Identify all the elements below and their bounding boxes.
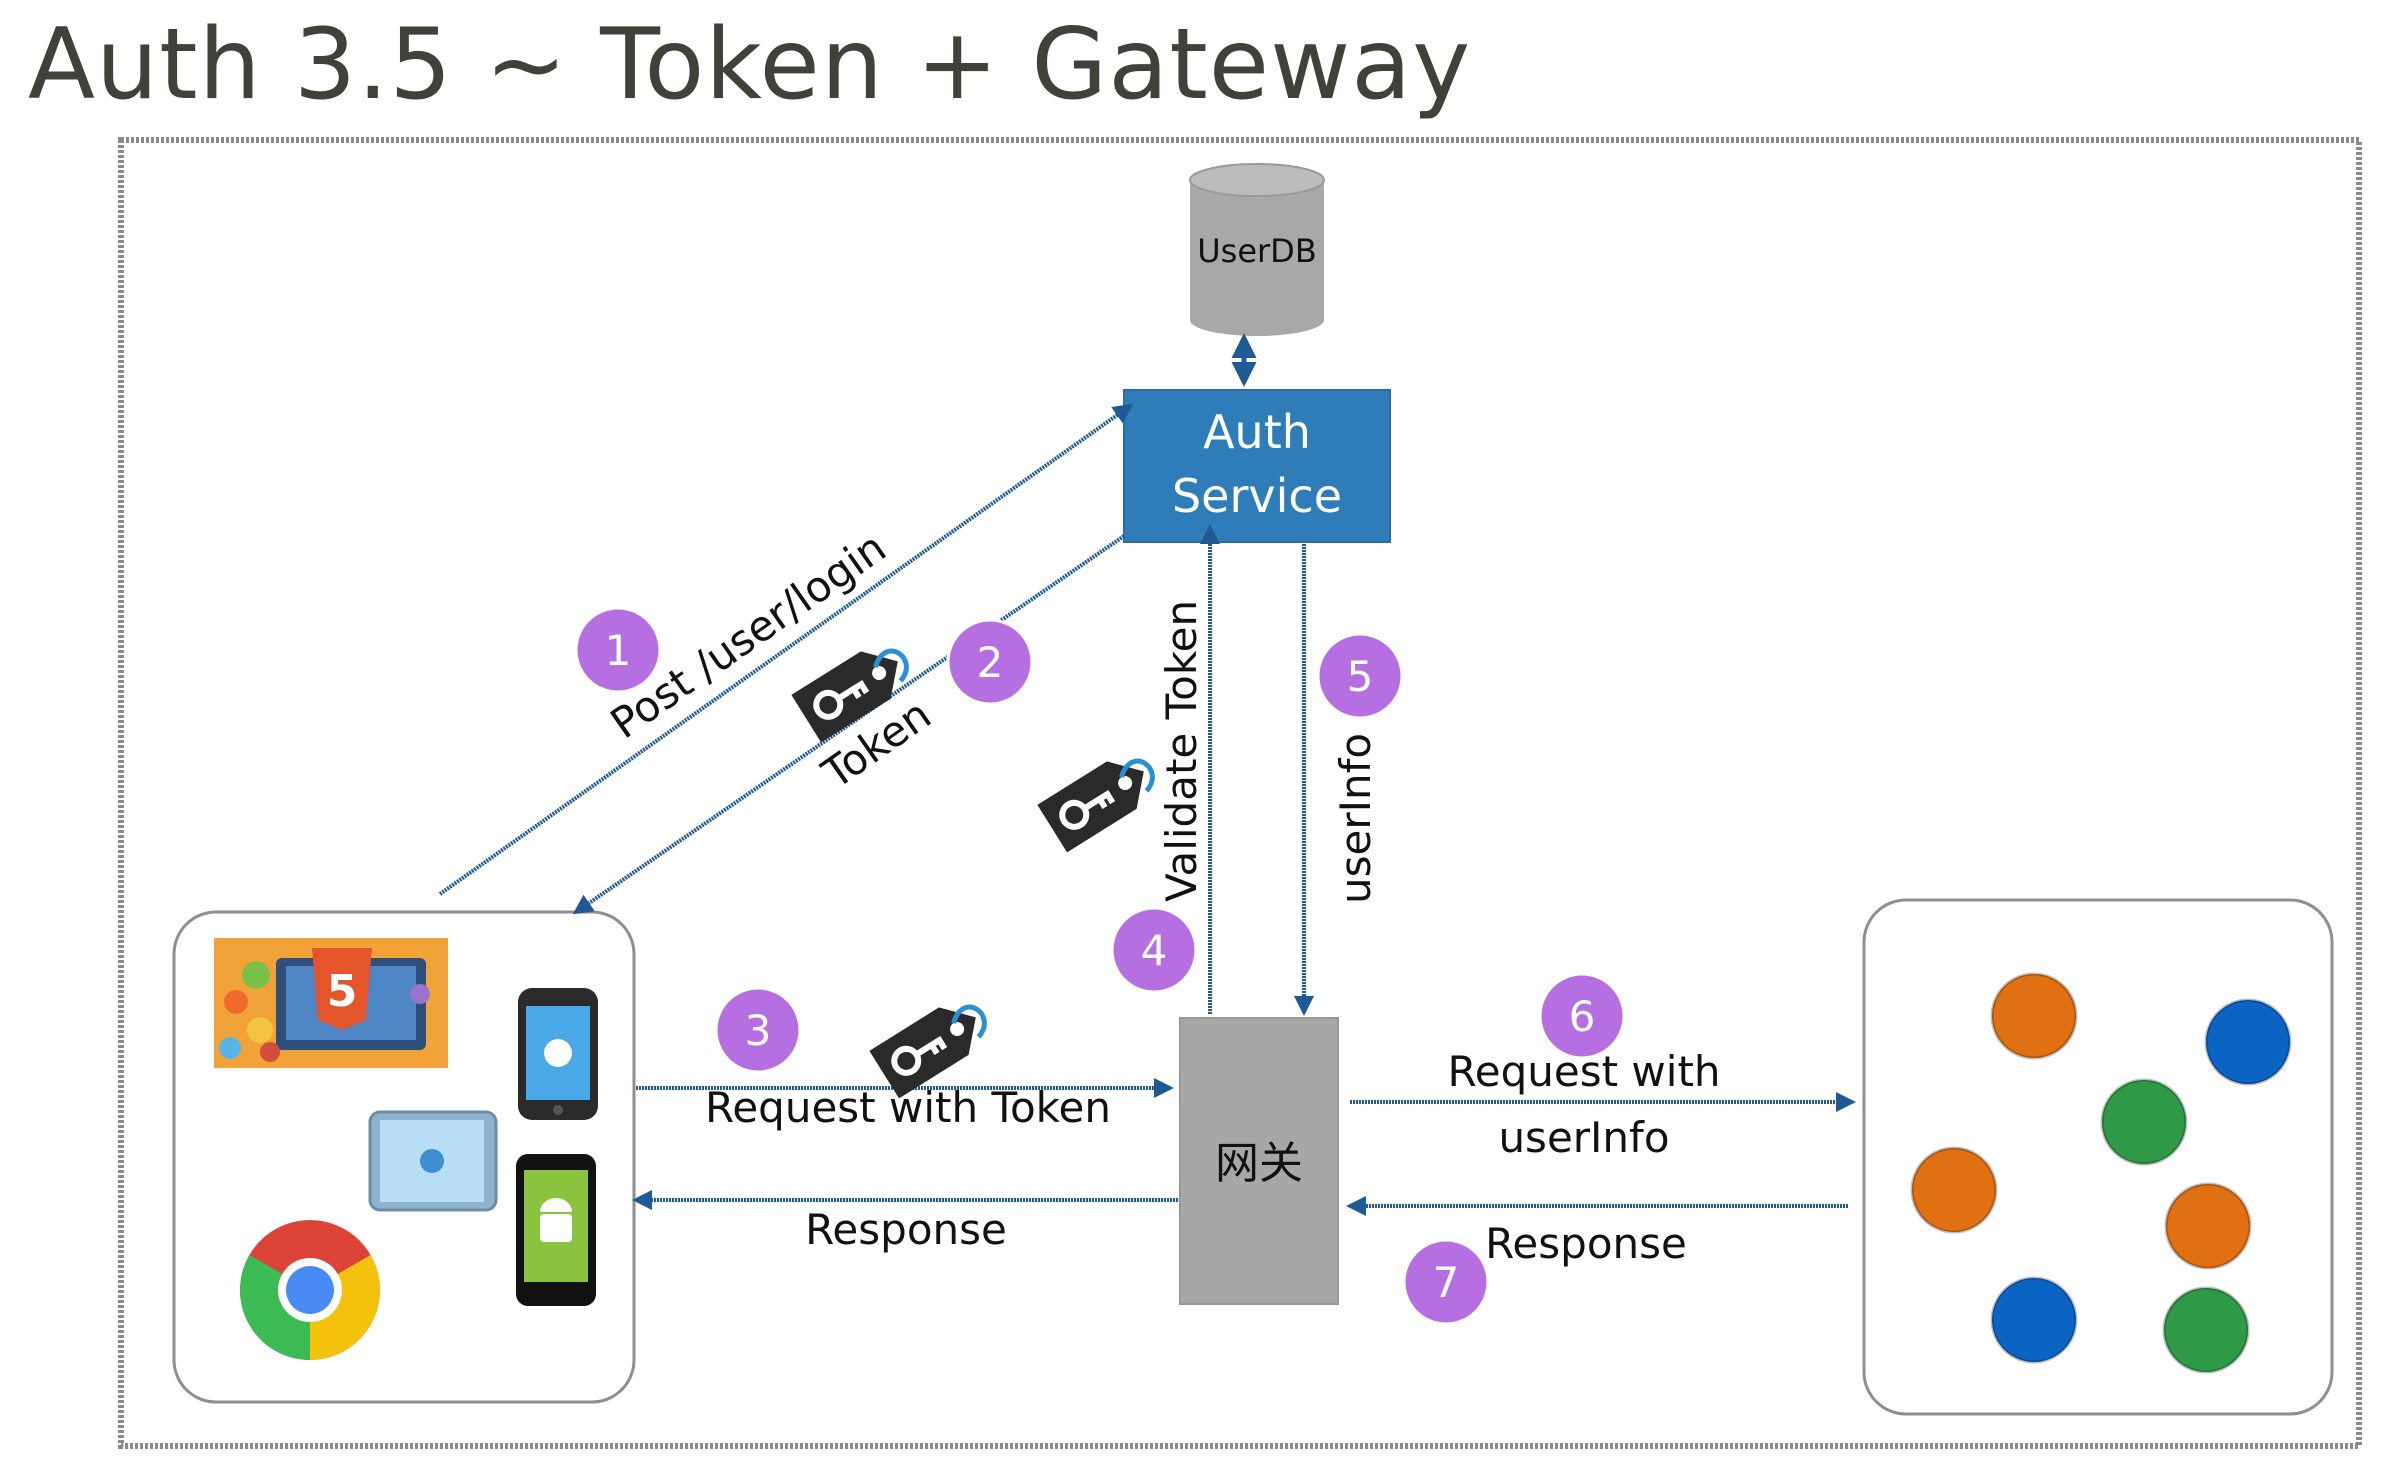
- auth-service-label-line2: Service: [1172, 469, 1342, 523]
- userinfo-label: userInfo: [1331, 733, 1380, 904]
- key-tag-icon: [1037, 744, 1164, 852]
- step-2-badge: 2: [946, 618, 1034, 706]
- response-right-label: Response: [1485, 1219, 1687, 1268]
- gateway-label: 网关: [1215, 1138, 1303, 1189]
- request-userinfo-label-line2: userInfo: [1498, 1113, 1669, 1162]
- step-5-badge: 5: [1316, 632, 1404, 720]
- iphone-icon: [518, 988, 598, 1120]
- gateway-box: 网关: [1179, 1017, 1339, 1305]
- step-1-badge: 1: [574, 606, 662, 694]
- step-number: 2: [977, 638, 1004, 687]
- token-return-arrow: [572, 534, 1126, 915]
- chrome-icon: [240, 1220, 380, 1360]
- validate-token-label: Validate Token: [1157, 600, 1206, 902]
- service-dot-icon: [2100, 1078, 2188, 1166]
- page-title: Auth 3.5 ~ Token + Gateway: [28, 8, 1472, 122]
- html5-collage-icon: 5: [214, 938, 448, 1068]
- service-dot-icon: [1910, 1146, 1998, 1234]
- userdb-label: UserDB: [1197, 232, 1317, 270]
- step-number: 7: [1433, 1258, 1460, 1307]
- services-box: [1862, 898, 2334, 1416]
- service-dot-icon: [2204, 998, 2292, 1086]
- service-dot-icon: [1990, 1276, 2078, 1364]
- response-left-label: Response: [805, 1205, 1007, 1254]
- service-dot-icon: [2164, 1182, 2252, 1270]
- request-with-token-label: Request with Token: [705, 1083, 1111, 1132]
- step-number: 4: [1141, 926, 1168, 975]
- auth-service-label-line1: Auth: [1203, 405, 1311, 459]
- auth-service-box: Auth Service: [1123, 389, 1391, 543]
- step-3-badge: 3: [714, 986, 802, 1074]
- html5-badge: 5: [327, 966, 358, 1017]
- step-4-badge: 4: [1110, 906, 1198, 994]
- step-number: 5: [1347, 652, 1374, 701]
- step-number: 3: [745, 1006, 772, 1055]
- step-number: 6: [1569, 992, 1596, 1041]
- step-number: 1: [605, 626, 632, 675]
- step-6-badge: 6: [1538, 972, 1626, 1060]
- service-dot-icon: [2162, 1286, 2250, 1374]
- clients-box: 5: [172, 910, 636, 1404]
- service-dot-icon: [1990, 972, 2078, 1060]
- diagram-frame: [118, 137, 2362, 1449]
- ipad-icon: [368, 1110, 498, 1212]
- android-phone-icon: [516, 1154, 596, 1306]
- step-7-badge: 7: [1402, 1238, 1490, 1326]
- userdb-cylinder: UserDB: [1189, 163, 1325, 336]
